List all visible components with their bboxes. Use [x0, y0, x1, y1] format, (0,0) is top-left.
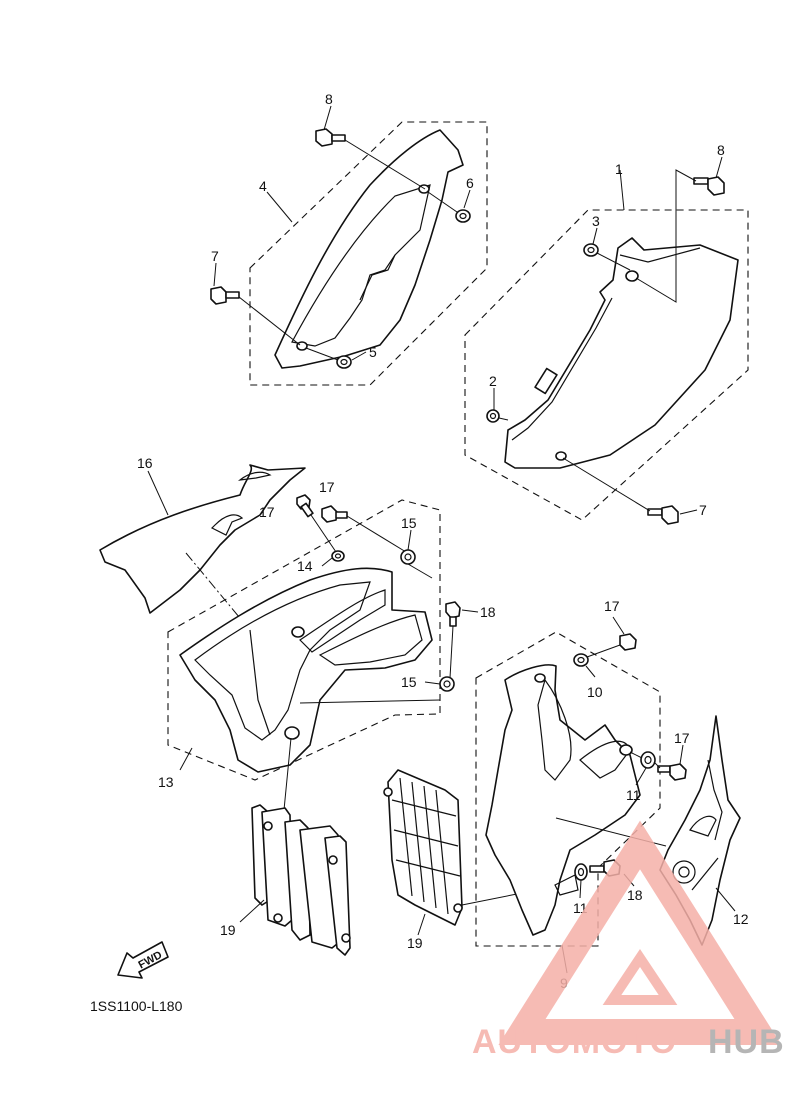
callout-13: 13 — [158, 774, 174, 790]
bolt-icon — [210, 286, 240, 305]
callout-17: 17 — [674, 730, 690, 746]
callout-18: 18 — [480, 604, 496, 620]
diagram-code: 1SS1100-L180 — [90, 998, 183, 1014]
callout-2: 2 — [489, 373, 497, 389]
callout-15: 15 — [401, 674, 417, 690]
part-16-graphic-decal — [99, 464, 306, 677]
collar-icon — [640, 751, 656, 769]
watermark-triangle-logo-icon — [498, 820, 782, 1045]
collar-icon — [439, 676, 455, 692]
callout-numbers: 8 8 1 3 4 6 7 5 2 7 16 17 17 15 14 18 15… — [137, 91, 749, 991]
bolt-icon — [657, 763, 687, 781]
part-19-radiator-louver-left — [251, 737, 351, 956]
callout-10: 10 — [587, 684, 603, 700]
watermark: AUTOMOTO HUB — [472, 820, 785, 1061]
callout-15: 15 — [401, 515, 417, 531]
bolt-icon — [321, 505, 348, 523]
callout-18: 18 — [627, 887, 643, 903]
collar-icon — [583, 243, 599, 257]
callout-16: 16 — [137, 455, 153, 471]
fwd-arrow-icon: FWD — [117, 941, 169, 979]
callout-19: 19 — [220, 922, 236, 938]
callout-5: 5 — [369, 344, 377, 360]
bolt-icon — [315, 128, 346, 147]
bolt-icon — [619, 633, 637, 651]
part-13-radiator-cover — [167, 494, 461, 781]
collar-icon — [336, 355, 352, 369]
callout-8: 8 — [325, 91, 333, 107]
callout-7: 7 — [699, 502, 707, 518]
callout-7: 7 — [211, 248, 219, 264]
bolt-icon — [445, 601, 461, 627]
part-19-radiator-grille — [383, 769, 523, 926]
callout-14: 14 — [297, 558, 313, 574]
collar-icon — [486, 409, 500, 423]
callout-17: 17 — [319, 479, 335, 495]
callout-17: 17 — [259, 504, 275, 520]
callout-17: 17 — [604, 598, 620, 614]
part-4-side-cover-left — [210, 121, 488, 386]
callout-1: 1 — [615, 161, 623, 177]
watermark-text-primary: AUTOMOTO — [472, 1023, 677, 1061]
collar-icon — [400, 549, 416, 565]
bolt-icon — [693, 176, 725, 196]
part-1-side-cover-right — [464, 169, 749, 525]
callout-3: 3 — [592, 213, 600, 229]
brand-logo-icon — [672, 860, 696, 884]
callout-6: 6 — [466, 175, 474, 191]
callout-12: 12 — [733, 911, 749, 927]
callout-8: 8 — [717, 142, 725, 158]
collar-icon — [455, 209, 471, 223]
bolt-icon — [647, 505, 679, 525]
bolt-icon — [296, 494, 314, 518]
callout-11: 11 — [626, 787, 641, 803]
collar-icon — [573, 653, 589, 667]
fwd-label: FWD — [136, 949, 164, 971]
callout-leaders — [147, 105, 736, 974]
callout-19: 19 — [407, 935, 423, 951]
collar-icon — [574, 863, 588, 881]
callout-4: 4 — [259, 178, 267, 194]
part-9-side-cover — [475, 631, 687, 947]
collar-icon — [331, 550, 345, 562]
watermark-text-secondary: HUB — [708, 1023, 785, 1061]
